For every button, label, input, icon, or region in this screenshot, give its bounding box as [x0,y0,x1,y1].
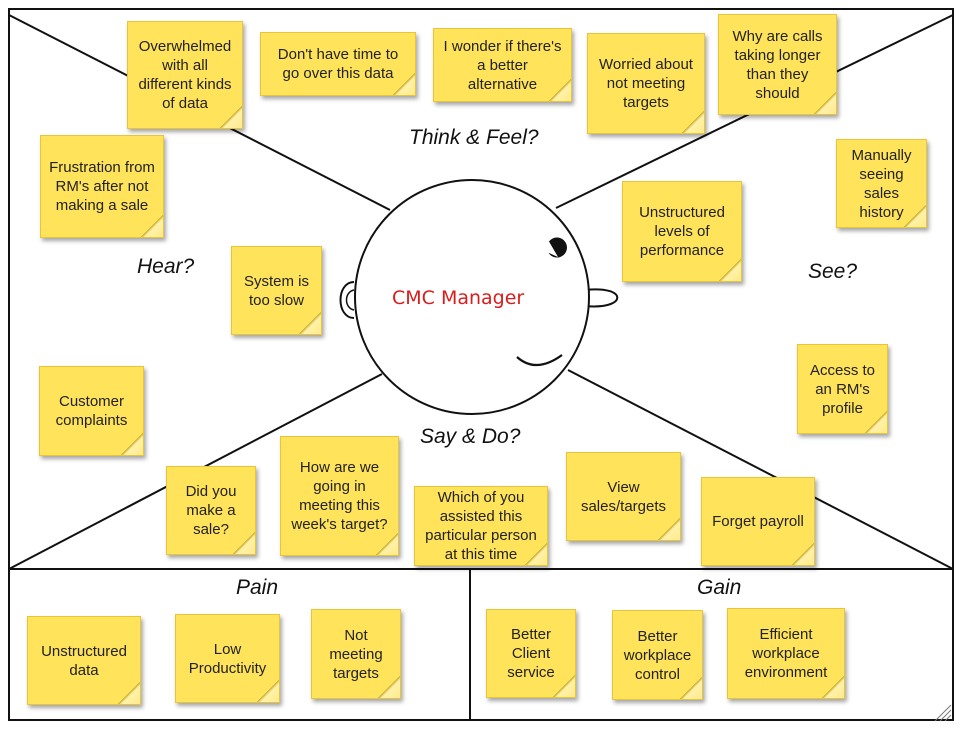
ear-inner [345,289,355,311]
sticky-note-say-do[interactable]: View sales/targets [566,452,681,541]
section-label-hear: Hear? [137,255,195,278]
persona-name: CMC Manager [392,287,525,309]
sticky-note-see[interactable]: Access to an RM's profile [797,344,888,434]
sticky-note-pain[interactable]: Not meeting targets [311,609,401,699]
sticky-note-think-feel[interactable]: I wonder if there's a better alternative [433,28,572,102]
sticky-note-say-do[interactable]: How are we going in meeting this week's … [280,436,399,556]
sticky-note-think-feel[interactable]: Don't have time to go over this data [260,32,416,96]
sticky-note-think-feel[interactable]: Overwhelmed with all different kinds of … [127,21,243,129]
persona-head [354,179,590,415]
diagonal-bottom-right [567,369,954,570]
section-label-pain: Pain [236,576,279,599]
sticky-note-hear[interactable]: System is too slow [231,246,322,335]
sticky-note-pain[interactable]: Low Productivity [175,614,280,703]
sticky-note-gain[interactable]: Efficient workplace environment [727,608,845,699]
section-label-think-feel: Think & Feel? [409,126,539,149]
section-label-gain: Gain [697,576,742,599]
resize-grip-icon[interactable] [934,704,952,722]
sticky-note-hear[interactable]: Frustration from RM's after not making a… [40,135,164,238]
head-mouth [516,354,563,367]
sticky-note-pain[interactable]: Unstructured data [27,616,141,705]
head-nose [584,288,618,308]
section-label-see: See? [808,260,858,283]
sticky-note-gain[interactable]: Better workplace control [612,610,703,700]
sticky-note-think-feel[interactable]: Why are calls taking longer than they sh… [718,14,837,115]
sticky-note-say-do[interactable]: Which of you assisted this particular pe… [414,486,548,566]
sticky-note-see[interactable]: Manually seeing sales history [836,139,927,228]
sticky-note-say-do[interactable]: Forget payroll [701,477,815,566]
sticky-note-think-feel[interactable]: Worried about not meeting targets [587,33,705,134]
section-label-say-do: Say & Do? [420,425,521,448]
sticky-note-gain[interactable]: Better Client service [486,609,576,698]
head-eye [548,237,567,258]
sticky-note-say-do[interactable]: Did you make a sale? [166,466,256,555]
sticky-note-think-feel[interactable]: Unstructured levels of performance [622,181,742,282]
sticky-note-hear[interactable]: Customer complaints [39,366,144,456]
